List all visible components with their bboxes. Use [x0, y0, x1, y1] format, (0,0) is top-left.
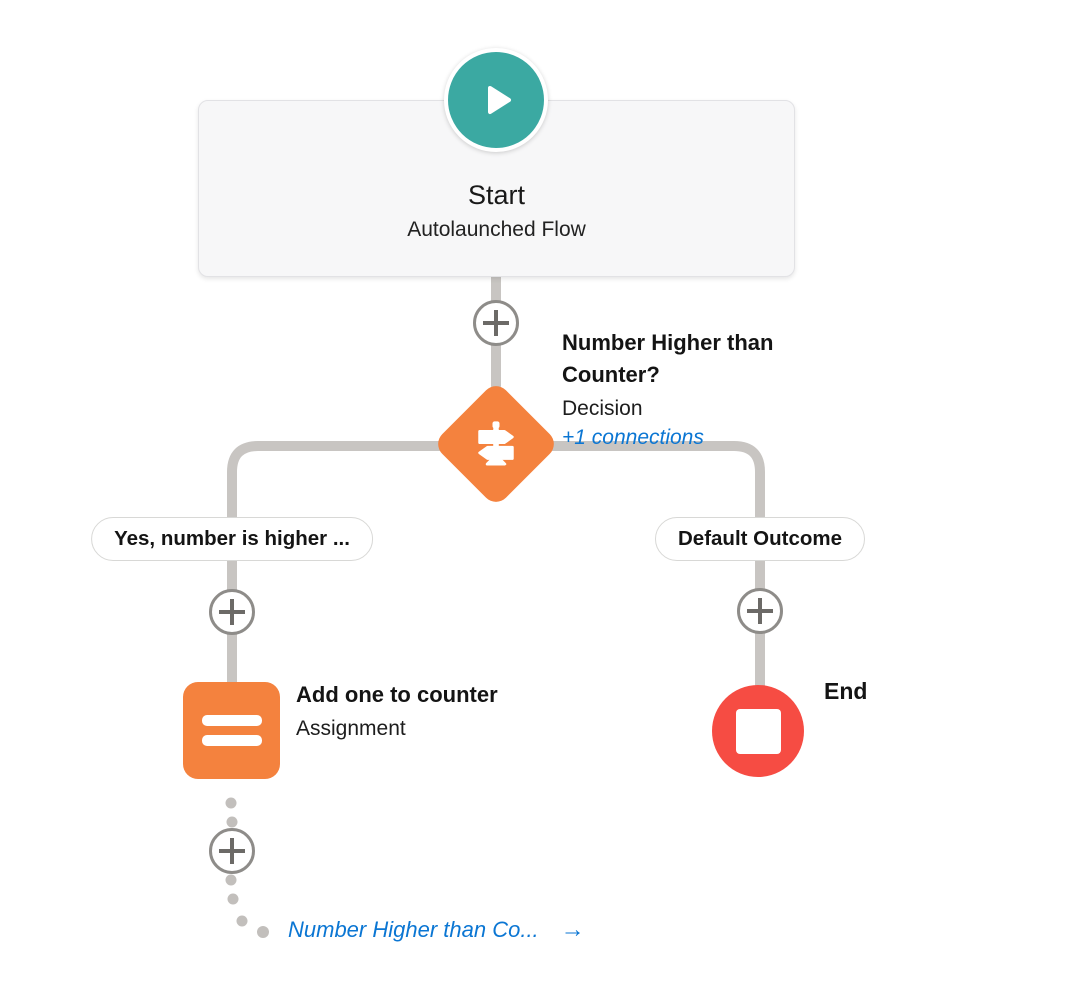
goto-dotted-connector [225, 797, 269, 938]
decision-node-title: Number Higher than Counter? [562, 330, 774, 387]
assignment-node-type: Assignment [296, 717, 406, 740]
play-icon [474, 78, 518, 122]
plus-icon [219, 599, 245, 625]
stop-square-icon [735, 708, 781, 754]
arrow-right-icon: → [560, 916, 585, 943]
start-node-title: Start [467, 180, 526, 210]
decision-node-type: Decision [562, 397, 643, 420]
start-node-subtitle: Autolaunched Flow [407, 218, 586, 241]
goto-target-label: Number Higher than Co... [288, 917, 539, 942]
connections-expand-link[interactable]: +1 connections [562, 426, 704, 449]
equals-icon [201, 715, 262, 746]
assignment-node-title: Add one to counter [296, 682, 498, 707]
start-node-button[interactable] [444, 48, 548, 152]
plus-icon [219, 838, 245, 864]
assignment-node-text: Add one to counter Assignment [296, 679, 498, 743]
goto-connector-link[interactable]: Number Higher than Co... → [288, 916, 585, 944]
connector-branch-right [491, 441, 765, 691]
assignment-node-button[interactable] [183, 682, 280, 779]
end-node-label: End [824, 678, 868, 704]
signpost-icon [468, 416, 524, 472]
decision-node-text: Number Higher than Counter? Decision +1 … [562, 327, 847, 451]
add-element-button-after-assignment[interactable] [209, 828, 255, 874]
branch-label-left: Yes, number is higher ... [91, 517, 373, 561]
decision-node-button[interactable] [432, 380, 560, 508]
plus-icon [483, 310, 509, 336]
plus-icon [747, 598, 773, 624]
end-node-button[interactable] [712, 685, 804, 777]
branch-label-right: Default Outcome [654, 517, 866, 561]
add-element-button-left-branch[interactable] [209, 589, 255, 635]
start-node-card[interactable]: Start Autolaunched Flow [198, 100, 795, 277]
add-element-button-after-start[interactable] [473, 300, 519, 346]
add-element-button-right-branch[interactable] [737, 588, 783, 634]
connector-branch-left [227, 441, 501, 689]
